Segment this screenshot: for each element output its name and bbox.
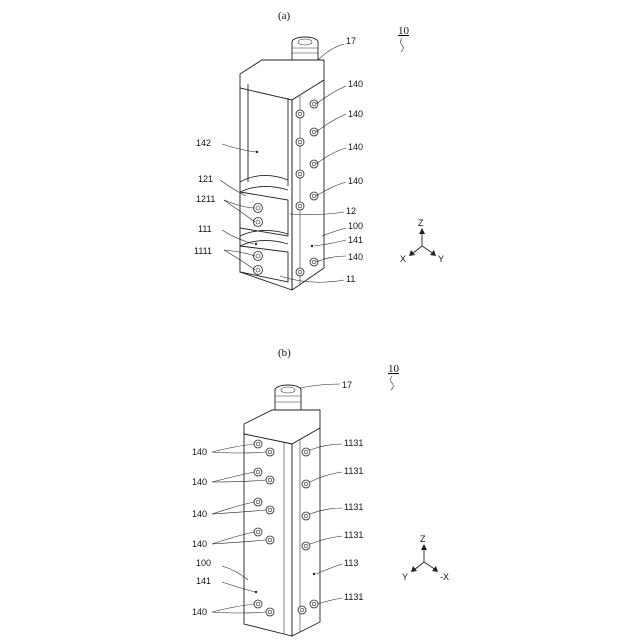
axis-triad-a: Z X Y [400,218,444,264]
axis-y-label: Y [402,572,408,582]
label-121: 121 [198,174,213,184]
label-12: 12 [346,206,356,216]
axis-negx-label: -X [440,572,449,582]
marker-dot [311,245,313,247]
hole-core [268,450,272,454]
label-140: 140 [192,539,207,549]
label-141: 141 [196,576,211,586]
hole-core [256,602,260,606]
axis-z-label: Z [418,218,424,228]
hole-core [256,268,260,272]
label-140: 140 [348,109,363,119]
axis-x-label: X [400,254,406,264]
hole-core [268,508,272,512]
hole-core [268,538,272,542]
marker-dot [256,151,258,153]
label-1111: 1111 [194,246,212,256]
figure-a-caption: (a) [278,10,291,22]
label-141: 141 [348,235,363,245]
ref-squiggle [391,376,394,390]
axis-y-label: Y [438,254,444,264]
hole-core [298,172,302,176]
label-111: 111 [198,224,212,234]
hole-core [304,514,308,518]
label-140: 140 [348,252,363,262]
label-142: 142 [196,138,211,148]
axis-triad-b: Z Y -X [402,534,449,582]
label-140: 140 [348,142,363,152]
label-140: 140 [192,607,207,617]
hole-core [312,102,316,106]
marker-dot [255,591,257,593]
hole-core [256,220,260,224]
label-140: 140 [192,477,207,487]
label-100: 100 [348,221,363,231]
hole-core [312,194,316,198]
label-17: 17 [342,380,352,390]
hole-core [298,204,302,208]
hole-core [298,112,302,116]
label-1131: 1131 [344,502,363,512]
hole-core [256,500,260,504]
figure-b-ref-number: 10 [388,363,400,375]
hole-core [256,530,260,534]
block-a [240,60,324,290]
hole-core [304,450,308,454]
label-1131: 1131 [344,438,363,448]
figure-b-caption: (b) [278,347,291,359]
hole-core [312,260,316,264]
label-140: 140 [192,509,207,519]
hole-core [256,206,260,210]
label-11: 11 [346,274,355,284]
hole-core [312,162,316,166]
label-1131: 1131 [344,530,363,540]
label-1211: 1211 [196,194,215,204]
hole-core [256,470,260,474]
hole-core [268,478,272,482]
hole-core [304,482,308,486]
hole-core [304,544,308,548]
marker-dot [255,243,257,245]
hole-core [298,140,302,144]
hole-core [268,610,272,614]
label-140: 140 [192,447,207,457]
hole-core [298,270,302,274]
label-140: 140 [348,79,363,89]
figure-b: (b) 10 [192,347,449,636]
figure-a: (a) 10 [194,10,444,290]
axis-z-label: Z [420,534,426,544]
figure-a-ref-number: 10 [398,25,410,37]
label-17: 17 [346,36,356,46]
label-1131: 1131 [344,466,363,476]
hole-core [312,130,316,134]
hole-core [256,254,260,258]
label-113: 113 [344,558,358,568]
label-100: 100 [196,558,211,568]
label-140: 140 [348,176,363,186]
hole-core [300,608,304,612]
marker-dot [313,573,315,575]
hole-core [256,442,260,446]
hole-core [312,602,316,606]
ref-squiggle [401,38,404,52]
label-1131: 1131 [344,592,363,602]
